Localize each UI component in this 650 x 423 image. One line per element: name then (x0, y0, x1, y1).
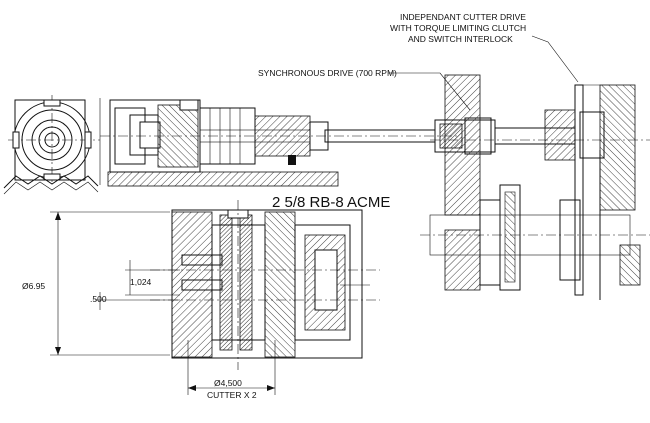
side-view-assembly (100, 99, 460, 187)
cutter-drive-label-1: INDEPENDANT CUTTER DRIVE (400, 12, 526, 22)
synchronous-drive-label: SYNCHRONOUS DRIVE (700 RPM) (258, 68, 397, 78)
drawing-title: 2 5/8 RB-8 ACME (272, 194, 390, 211)
cutter-count-label: CUTTER X 2 (207, 390, 257, 400)
outer-diameter-dim: Ø6.95 (22, 281, 45, 291)
section-view (150, 200, 380, 370)
cutter-drive-label-3: AND SWITCH INTERLOCK (408, 34, 513, 44)
cutter-diameter-dim: Ø4,500 (214, 378, 242, 388)
cutter-drive-label-2: WITH TORQUE LIMITING CLUTCH (390, 23, 526, 33)
leader-lines (388, 35, 579, 111)
end-view (3, 95, 101, 195)
dimension-lines (50, 211, 276, 395)
dim-1024: 1,024 (130, 277, 152, 287)
right-assembly (420, 74, 650, 300)
dim-500: .500 (90, 294, 107, 304)
